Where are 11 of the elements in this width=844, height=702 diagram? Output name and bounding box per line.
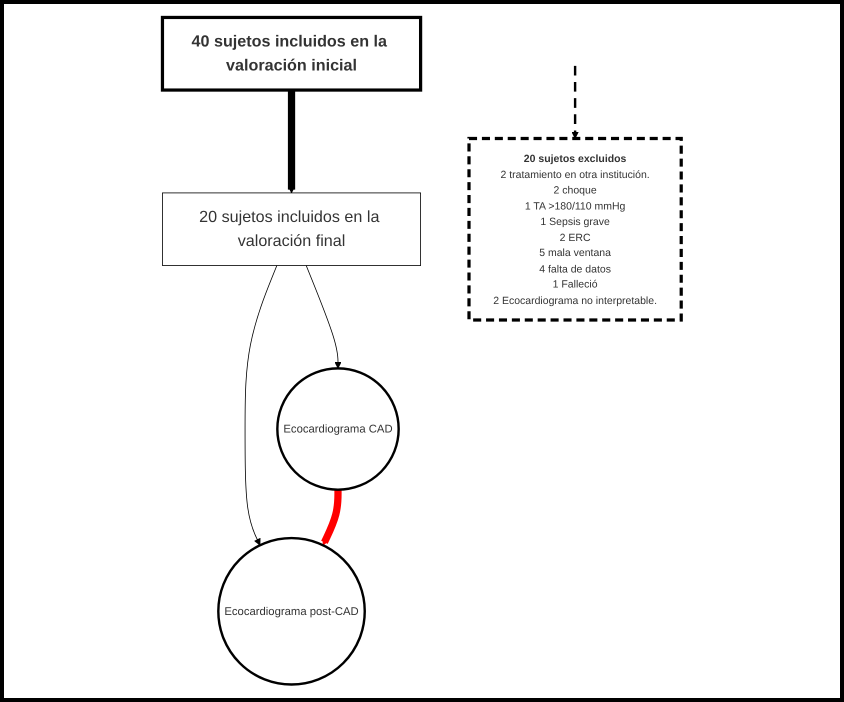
arrow xyxy=(321,490,342,546)
arrow xyxy=(306,265,342,369)
node-box xyxy=(161,16,422,92)
flowchart: 40 sujetos incluidos en la valoración inicial 20 sujetos incluidos en la valoración final 20 sujetos excluidos 2 tratamiento en otra institución. 2 choque 1 TA >180/110 mmHg 1 Sepsis grave 2 ERC 5 mala ventana 4 falta de datos 1 Falleció 2 Ecocardiograma no interpretable. Ecocardiograma CAD Ecocardiograma post-CAD xyxy=(156,11,688,691)
node-box xyxy=(162,192,422,266)
node-circle xyxy=(217,536,366,686)
arrow xyxy=(244,265,278,546)
arrow xyxy=(288,90,296,194)
node-circle xyxy=(276,367,400,491)
node-box xyxy=(468,136,683,322)
arrow xyxy=(572,66,579,139)
